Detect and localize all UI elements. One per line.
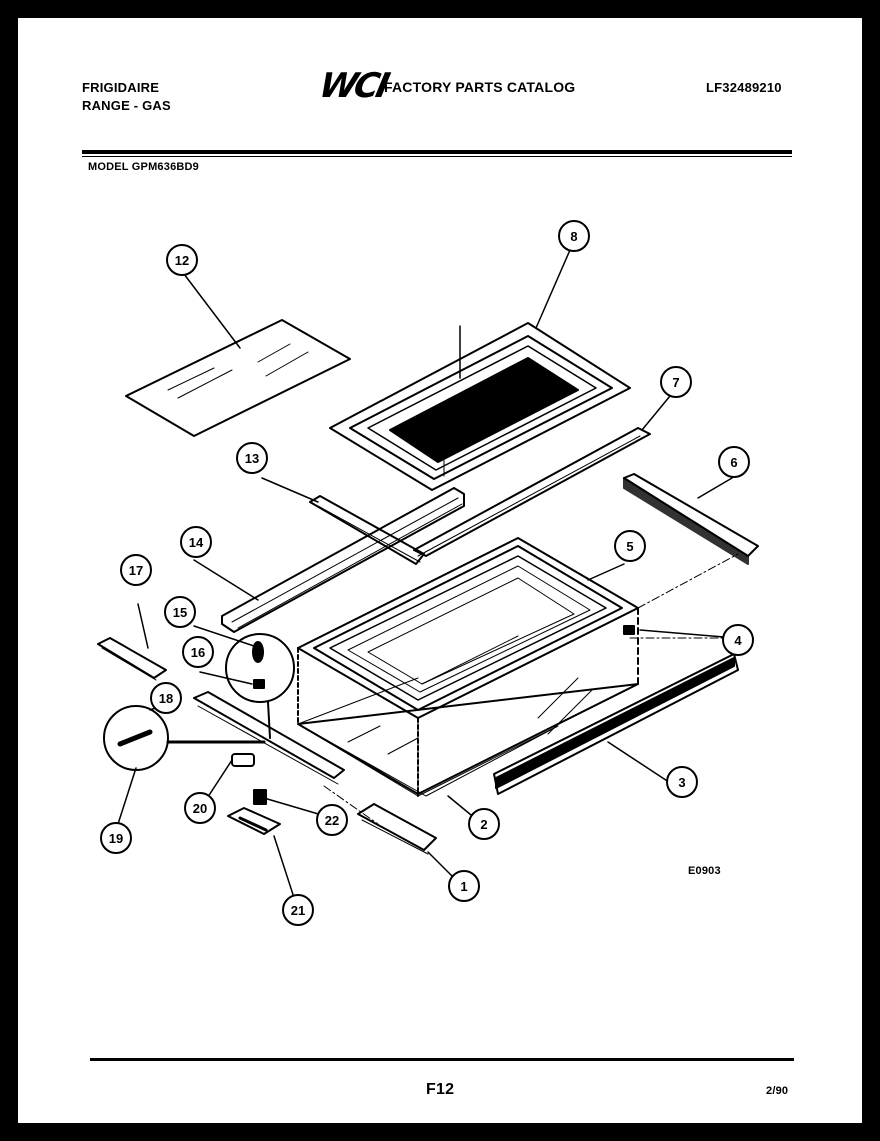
callout-18: 18: [150, 682, 182, 714]
part-6-hinge-bracket: [623, 473, 759, 565]
callout-16: 16: [182, 636, 214, 668]
callout-label: 22: [325, 813, 339, 828]
callout-19: 19: [100, 822, 132, 854]
part-3-front-rail: [493, 653, 739, 795]
callout-15: 15: [164, 596, 196, 628]
part-17-bracket: [97, 637, 167, 681]
revision-date: 2/90: [766, 1085, 789, 1097]
part-22-knob: [253, 789, 267, 805]
parts-catalog-page: FRIGIDAIRE RANGE - GAS WCI FACTORY PARTS…: [18, 18, 862, 1123]
callout-5: 5: [614, 530, 646, 562]
diagram-code: E0903: [688, 865, 721, 877]
callout-7: 7: [660, 366, 692, 398]
callout-6: 6: [718, 446, 750, 478]
part-13-trim: [309, 495, 425, 565]
callout-14: 14: [180, 526, 212, 558]
callout-1: 1: [448, 870, 480, 902]
callout-label: 4: [734, 633, 742, 648]
brand-name: FRIGIDAIRE: [82, 80, 160, 95]
detail-circle-19: [103, 705, 266, 771]
callout-label: 20: [193, 801, 207, 816]
callout-13: 13: [236, 442, 268, 474]
callout-8: 8: [558, 220, 590, 252]
callout-label: 16: [191, 645, 205, 660]
callout-label: 18: [159, 691, 173, 706]
part-1-bracket: [357, 803, 437, 855]
callout-label: 6: [730, 455, 737, 470]
callout-20: 20: [184, 792, 216, 824]
figure-number: F12: [426, 1081, 455, 1098]
part-18-latch-bar: [193, 691, 345, 785]
callout-2: 2: [468, 808, 500, 840]
part-21-handle: [227, 807, 281, 835]
product-type: RANGE - GAS: [82, 98, 171, 113]
callout-label: 12: [175, 253, 189, 268]
callout-label: 2: [480, 817, 487, 832]
part-2-body-box: [297, 607, 639, 797]
callout-3: 3: [666, 766, 698, 798]
callout-12: 12: [166, 244, 198, 276]
part-14-side-channel: [221, 487, 465, 633]
callout-label: 15: [173, 605, 187, 620]
callout-label: 5: [626, 539, 633, 554]
callout-label: 19: [109, 831, 123, 846]
header-rule: [82, 150, 792, 154]
callout-label: 21: [291, 903, 305, 918]
callout-label: 1: [460, 879, 467, 894]
callout-22: 22: [316, 804, 348, 836]
callout-label: 3: [678, 775, 685, 790]
detail-circle-15-16: [225, 633, 295, 739]
callout-label: 8: [570, 229, 577, 244]
assembly-lines: [323, 553, 739, 825]
callout-17: 17: [120, 554, 152, 586]
callout-21: 21: [282, 894, 314, 926]
callout-label: 17: [129, 563, 143, 578]
callout-label: 14: [189, 535, 204, 550]
callout-4: 4: [722, 624, 754, 656]
model-number: MODEL GPM636BD9: [88, 161, 199, 173]
part-8-top-frame: [329, 322, 631, 491]
header-rule-thin: [82, 156, 792, 157]
catalog-title: FACTORY PARTS CATALOG: [384, 79, 576, 95]
part-4-clip: [623, 625, 635, 635]
catalog-number: LF32489210: [706, 80, 782, 95]
callout-label: 13: [245, 451, 259, 466]
footer-rule: [90, 1058, 794, 1061]
callout-label: 7: [672, 375, 679, 390]
part-12-glass-panel: [125, 319, 351, 437]
part-20-latch: [231, 753, 255, 767]
leader-lines: [117, 249, 737, 911]
